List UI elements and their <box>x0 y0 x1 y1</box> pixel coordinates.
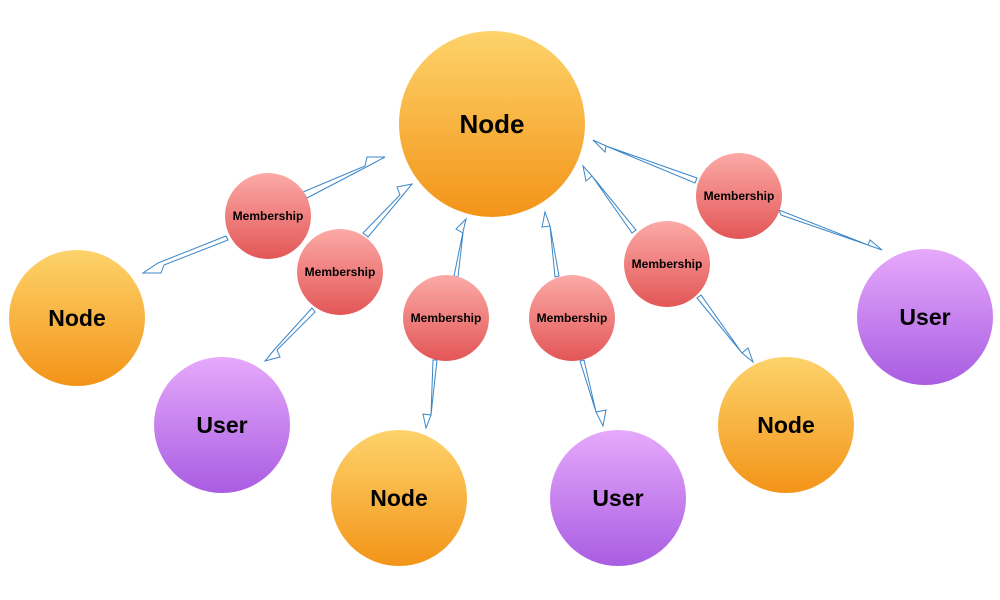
membership-3-circle <box>529 275 615 361</box>
connectors <box>141 139 883 430</box>
node-circle-0[interactable]: Node <box>9 250 145 386</box>
membership-circle-0[interactable]: Membership <box>225 173 311 259</box>
membership-circles: Membership Membership Membership Members… <box>225 153 782 361</box>
connector-membership-0-to-center <box>302 156 386 199</box>
membership-1-circle <box>297 229 383 315</box>
node-4-circle <box>718 357 854 493</box>
center-node-circle <box>399 31 585 217</box>
entity-circles: Node Node User Node User Node <box>9 31 993 566</box>
node-4-label: Node <box>757 412 815 438</box>
membership-0-circle <box>225 173 311 259</box>
user-circle-3[interactable]: User <box>550 430 686 566</box>
connector-membership-0-to-node-0 <box>141 235 229 274</box>
membership-circle-1[interactable]: Membership <box>297 229 383 315</box>
connector-membership-5-to-center <box>592 139 698 184</box>
connector-membership-4-to-center <box>582 164 637 234</box>
membership-3-label: Membership <box>537 311 608 325</box>
user-circle-1[interactable]: User <box>154 357 290 493</box>
connector-membership-5-to-user-5 <box>778 209 883 251</box>
node-circle-2[interactable]: Node <box>331 430 467 566</box>
membership-0-label: Membership <box>233 209 304 223</box>
connector-membership-2-to-node-2 <box>422 359 438 430</box>
membership-4-circle <box>624 221 710 307</box>
connector-membership-2-to-center <box>453 217 467 278</box>
user-circle-5[interactable]: User <box>857 249 993 385</box>
user-3-circle <box>550 430 686 566</box>
membership-2-label: Membership <box>411 311 482 325</box>
node-2-circle <box>331 430 467 566</box>
node-0-label: Node <box>48 305 106 331</box>
membership-circle-4[interactable]: Membership <box>624 221 710 307</box>
user-5-label: User <box>899 304 950 330</box>
node-2-label: Node <box>370 485 428 511</box>
user-3-label: User <box>592 485 643 511</box>
membership-4-label: Membership <box>632 257 703 271</box>
connector-membership-4-to-node-4 <box>696 294 755 364</box>
membership-5-circle <box>696 153 782 239</box>
node-0-circle <box>9 250 145 386</box>
connector-membership-1-to-user-1 <box>263 307 316 362</box>
membership-circle-5[interactable]: Membership <box>696 153 782 239</box>
connector-membership-3-to-user-3 <box>579 359 607 428</box>
center-node[interactable]: Node <box>399 31 585 217</box>
user-1-circle <box>154 357 290 493</box>
membership-circle-2[interactable]: Membership <box>403 275 489 361</box>
membership-circle-3[interactable]: Membership <box>529 275 615 361</box>
user-5-circle <box>857 249 993 385</box>
membership-1-label: Membership <box>305 265 376 279</box>
connector-membership-1-to-center <box>362 183 414 238</box>
center-node-label: Node <box>460 109 525 139</box>
connector-membership-3-to-center <box>541 210 560 278</box>
user-1-label: User <box>196 412 247 438</box>
membership-5-label: Membership <box>704 189 775 203</box>
node-circle-4[interactable]: Node <box>718 357 854 493</box>
membership-2-circle <box>403 275 489 361</box>
